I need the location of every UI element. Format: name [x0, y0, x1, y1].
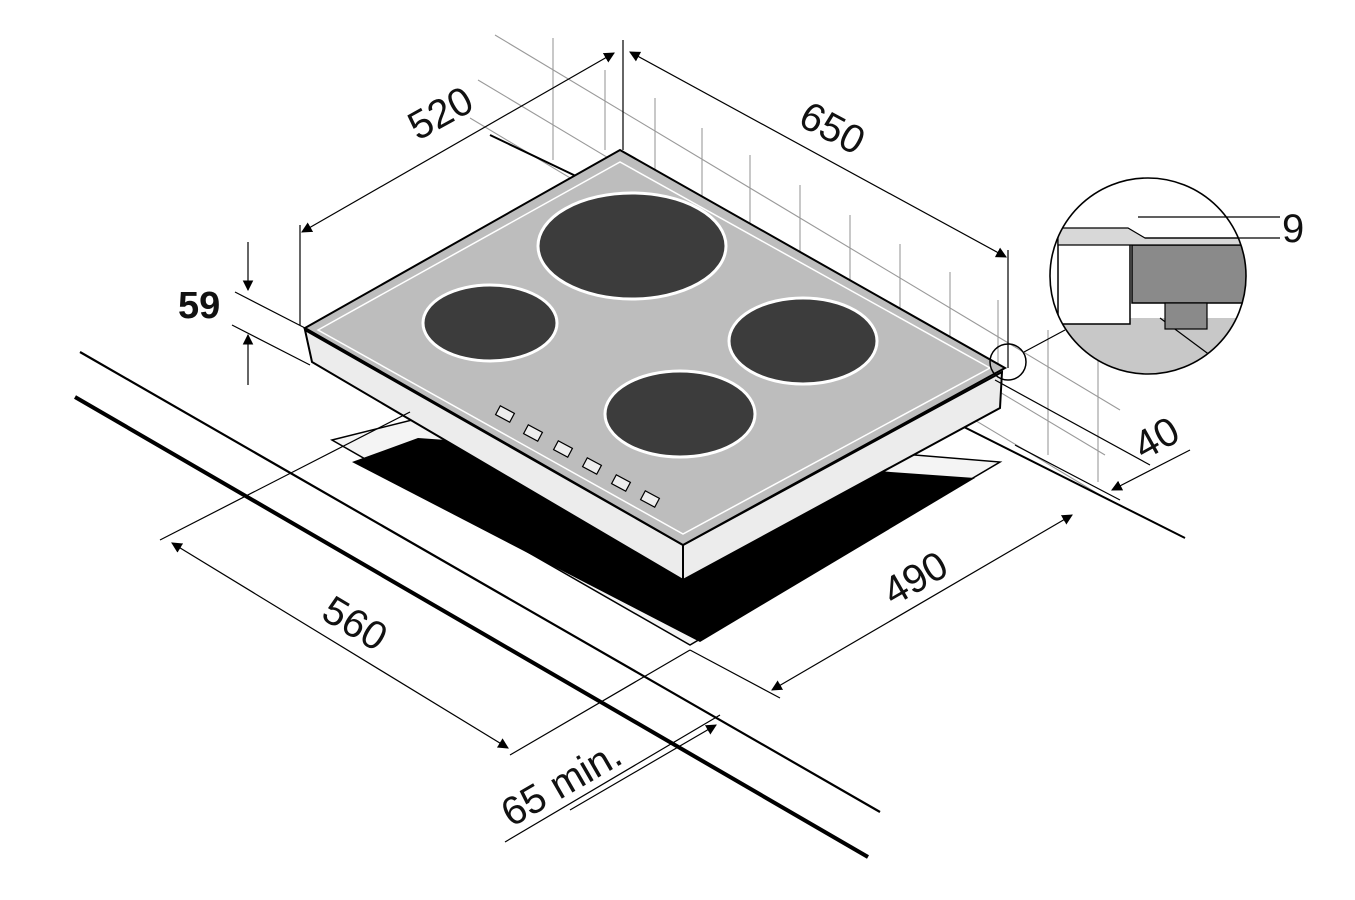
dim-line-650: [629, 51, 1007, 258]
label-59: 59: [178, 285, 220, 327]
dimension-lines: [171, 51, 1191, 811]
burner-left: [421, 283, 559, 363]
label-490: 490: [876, 543, 956, 614]
detail-callout: [989, 177, 1280, 381]
detail-marker: [989, 343, 1027, 381]
dim-line-560: [171, 542, 509, 749]
burner-right: [727, 296, 879, 386]
touch-controls: [494, 405, 661, 508]
label-65-min: 65 min.: [494, 732, 630, 836]
dim-line-520: [301, 52, 615, 233]
hob: [302, 148, 1008, 582]
label-9: 9: [1282, 207, 1304, 251]
hob-side-right: [682, 370, 1004, 582]
dim-line-490: [771, 514, 1073, 691]
label-560: 560: [315, 588, 395, 660]
burner-rear-large: [536, 191, 728, 301]
burner-front: [603, 369, 757, 459]
label-650: 650: [792, 93, 872, 163]
label-40: 40: [1127, 409, 1187, 469]
detail-glass: [1057, 227, 1246, 246]
detail-hob-body: [1131, 244, 1246, 304]
extension-lines: [159, 40, 1151, 843]
label-520: 520: [401, 78, 481, 149]
dim-line-65-min: [569, 724, 717, 811]
dim-line-40: [1111, 449, 1191, 491]
